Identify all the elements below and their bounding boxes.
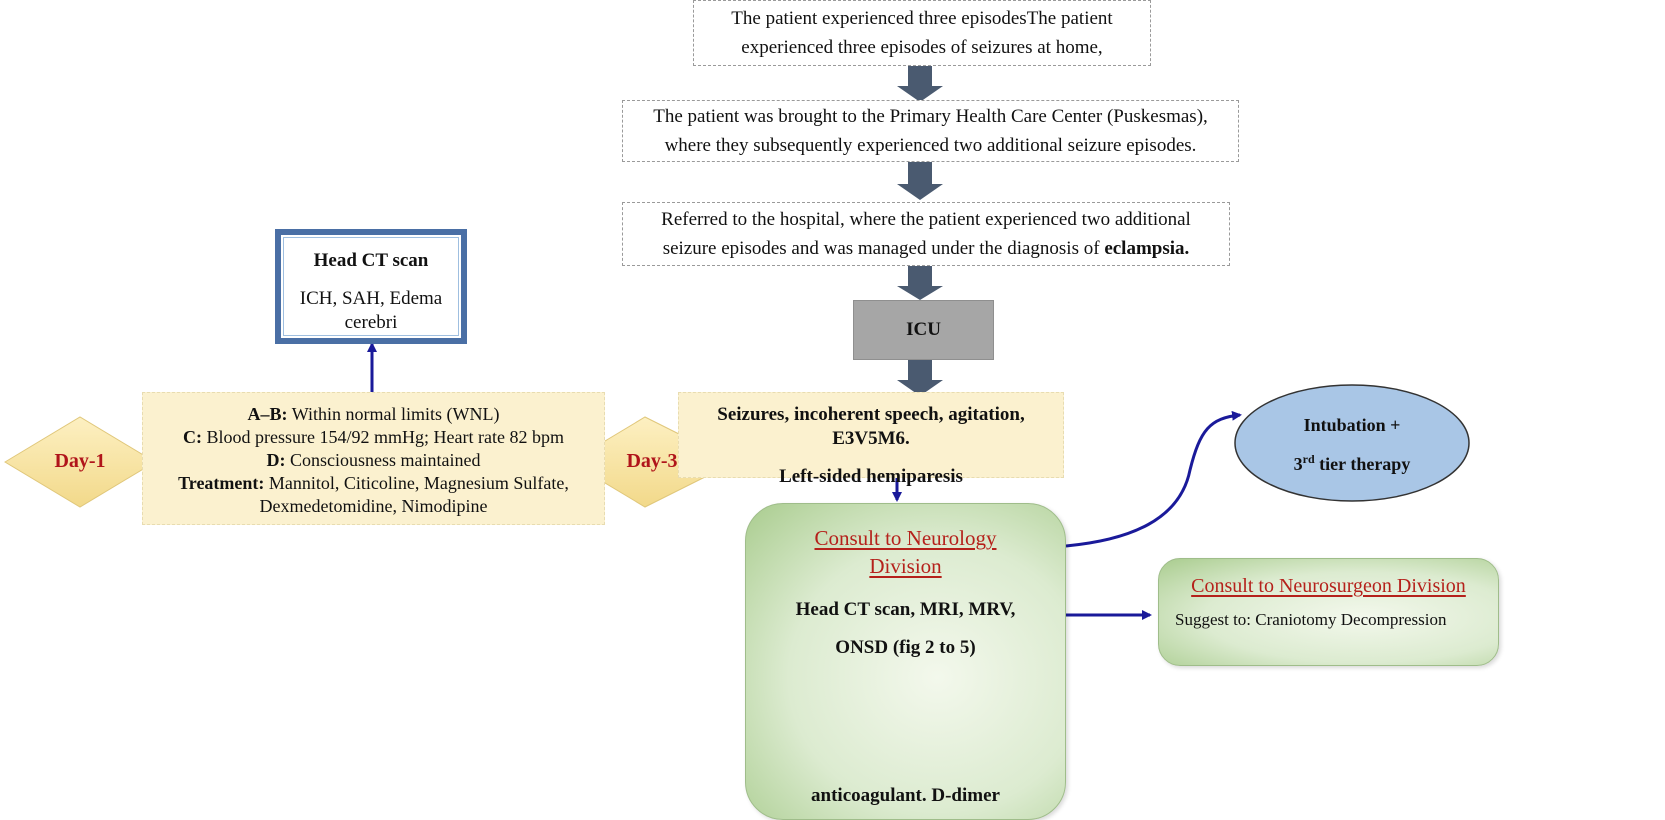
day3-label: Day-3 <box>626 450 678 472</box>
step1-line1: The patient experienced three episodesTh… <box>731 8 1113 29</box>
step3-line2-text: seizure episodes and was managed under t… <box>662 238 1105 259</box>
step3-line1: Referred to the hospital, where the pati… <box>661 209 1191 230</box>
day1-row-d: D: Consciousness maintained <box>143 449 604 472</box>
neurology-outcome: anticoagulant. D-dimer <box>811 785 1000 806</box>
neurology-tests-line2: ONSD (fig 2 to 5) <box>835 637 976 658</box>
block-arrow-2 <box>897 162 943 200</box>
tier-suffix: rd <box>1302 452 1315 466</box>
head-ct-findings-line2: cerebri <box>344 312 398 333</box>
day1-row-c: C: Blood pressure 154/92 mmHg; Heart rat… <box>143 426 604 449</box>
intubation-node: Intubation + 3rd tier therapy <box>1240 408 1464 481</box>
day3-line1: Seizures, incoherent speech, agitation, … <box>717 404 1025 449</box>
flow-step-seizures-home: The patient experienced three episodesTh… <box>693 0 1151 66</box>
step2-line2: where they subsequently experienced two … <box>664 135 1197 156</box>
neurosurgeon-suggestion: Suggest to: Craniotomy Decompression <box>1175 610 1447 629</box>
flow-step-puskesmas: The patient was brought to the Primary H… <box>622 100 1239 162</box>
step2-line1: The patient was brought to the Primary H… <box>653 106 1208 127</box>
icu-box: ICU <box>853 300 994 360</box>
day1-treatment-cont: Dexmedetomidine, Nimodipine <box>259 496 488 516</box>
day1-assessment-box: A–B: Within normal limits (WNL) C: Blood… <box>142 392 605 525</box>
neurology-title-line2: Division <box>869 554 942 578</box>
arrow-neurology-to-intubation <box>1065 410 1242 548</box>
intubation-line2: 3rd tier therapy <box>1240 442 1464 481</box>
head-ct-findings-line1: ICH, SAH, Edema <box>299 288 443 309</box>
intubation-ellipse-shape <box>1234 384 1470 502</box>
head-ct-box: Head CT scan ICH, SAH, Edema cerebri <box>275 229 467 344</box>
row-value: Consciousness maintained <box>285 450 481 470</box>
row-value: Mannitol, Citicoline, Magnesium Sulfate, <box>264 473 569 493</box>
day1-row-treatment: Treatment: Mannitol, Citicoline, Magnesi… <box>143 472 604 495</box>
icu-label: ICU <box>906 319 941 340</box>
row-value: Blood pressure 154/92 mmHg; Heart rate 8… <box>202 427 564 447</box>
day3-findings-box: Seizures, incoherent speech, agitation, … <box>678 392 1064 487</box>
neurology-tests-line1: Head CT scan, MRI, MRV, <box>795 599 1016 620</box>
row-key: D: <box>266 450 286 470</box>
diagnosis-eclampsia: eclampsia. <box>1104 238 1190 259</box>
step1-line2: experienced three episodes of seizures a… <box>741 37 1103 58</box>
row-value: Within normal limits (WNL) <box>287 404 500 424</box>
neurology-title-line1: Consult to Neurology <box>814 526 997 550</box>
neurology-consult-box: Consult to Neurology Division Head CT sc… <box>745 503 1066 820</box>
intubation-line1: Intubation + <box>1303 415 1401 435</box>
row-key: A–B: <box>247 404 288 424</box>
day3-line2: Left-sided hemiparesis <box>779 466 963 487</box>
day1-row-ab: A–B: Within normal limits (WNL) <box>143 403 604 426</box>
neurology-title: Consult to Neurology Division <box>746 524 1065 580</box>
tier-text: tier therapy <box>1314 454 1411 474</box>
row-key: Treatment: <box>178 473 265 493</box>
block-arrow-3 <box>897 266 943 300</box>
neurosurgeon-consult-box: Consult to Neurosurgeon Division Suggest… <box>1158 558 1499 666</box>
neurosurgeon-title: Consult to Neurosurgeon Division <box>1191 575 1466 597</box>
block-arrow-1 <box>897 66 943 102</box>
block-arrow-4 <box>897 358 943 396</box>
step3-line2: seizure episodes and was managed under t… <box>661 234 1191 263</box>
day1-label: Day-1 <box>54 450 106 472</box>
tier-number: 3 <box>1293 454 1303 474</box>
flow-step-hospital: Referred to the hospital, where the pati… <box>622 202 1230 266</box>
head-ct-title: Head CT scan <box>313 250 429 271</box>
row-key: C: <box>183 427 203 447</box>
